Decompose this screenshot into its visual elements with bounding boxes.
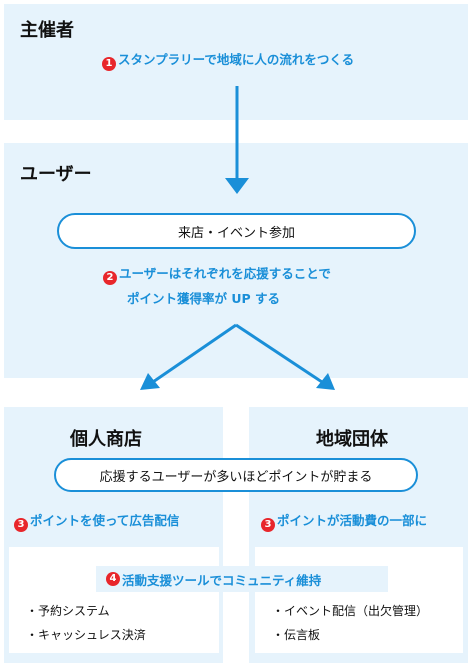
- community-item-1: ・イベント配信（出欠管理）: [272, 604, 429, 618]
- organizer-title: 主催者: [20, 20, 74, 41]
- points-pill: 応援するユーザーが多いほどポイントが貯まる: [54, 458, 418, 492]
- arrow-user-to-shop-head: [140, 373, 160, 390]
- arrow-user-to-community-line: [235, 323, 326, 386]
- arrow-user-to-shop-line: [149, 323, 237, 386]
- shop-item-2: ・キャッシュレス決済: [26, 628, 146, 642]
- user-title: ユーザー: [20, 164, 92, 185]
- arrow-user-to-community-head: [316, 373, 335, 390]
- step-1-badge: 1: [102, 57, 116, 71]
- arrow-organizer-to-user-head: [225, 178, 249, 194]
- step-2-badge: 2: [103, 271, 117, 285]
- community-item-2: ・伝言板: [272, 628, 321, 642]
- shop-tools-box: [9, 547, 219, 653]
- step-4-badge: 4: [106, 572, 120, 586]
- visit-event-pill: 来店・イベント参加: [57, 213, 416, 249]
- step-3-shop-badge: 3: [14, 518, 28, 532]
- step-3-community-badge: 3: [261, 518, 275, 532]
- shop-title: 個人商店: [70, 429, 142, 450]
- shop-item-1: ・予約システム: [26, 604, 110, 618]
- community-title: 地域団体: [316, 429, 388, 450]
- community-tools-box: [255, 547, 463, 653]
- step-2-line2: ポイント獲得率が UP する: [127, 291, 281, 306]
